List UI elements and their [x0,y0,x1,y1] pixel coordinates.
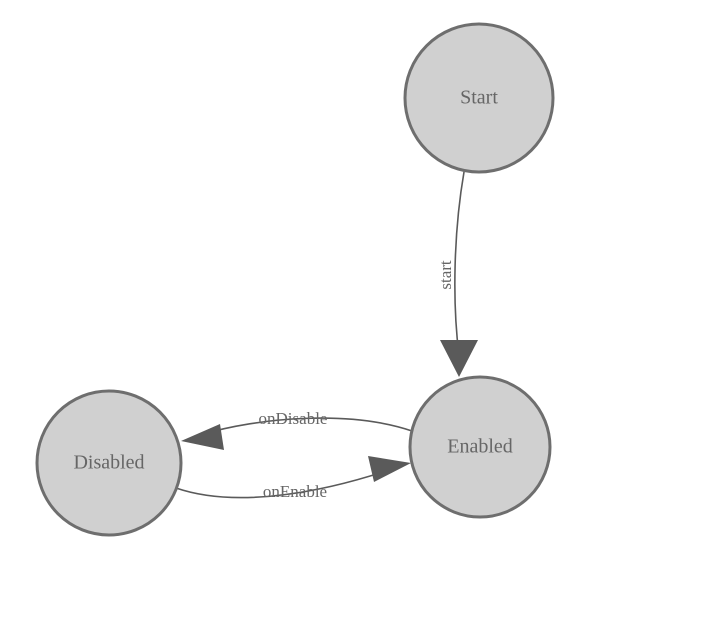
state-node-enabled[interactable]: Enabled [408,375,552,519]
arrowhead-start-to-enabled [440,340,478,377]
state-node-label-start: Start [460,87,498,109]
state-node-shape-disabled [35,389,183,537]
edge-disabled-to-enabled[interactable] [175,456,411,499]
edge-line-enabled-to-disabled [199,417,413,436]
edge-line-start-to-enabled [454,171,465,356]
edge-enabled-to-disabled[interactable] [181,417,413,450]
state-node-start[interactable]: Start [403,22,555,174]
state-node-shape-enabled [408,375,552,519]
edge-label-disabled-to-enabled: onEnable [263,482,327,501]
edge-start-to-enabled[interactable] [440,171,478,377]
edge-labels-layer: start onDisable onEnable [259,260,455,501]
edge-line-disabled-to-enabled [175,468,393,499]
arrowhead-disabled-to-enabled [368,456,411,482]
edges-layer [175,171,478,499]
edge-label-start-to-enabled: start [436,260,455,290]
state-node-shape-start [403,22,555,174]
state-node-label-enabled: Enabled [447,436,513,458]
state-node-disabled[interactable]: Disabled [35,389,183,537]
state-node-label-disabled: Disabled [73,452,144,474]
edge-label-enabled-to-disabled: onDisable [259,409,328,428]
arrowhead-enabled-to-disabled [181,424,224,450]
